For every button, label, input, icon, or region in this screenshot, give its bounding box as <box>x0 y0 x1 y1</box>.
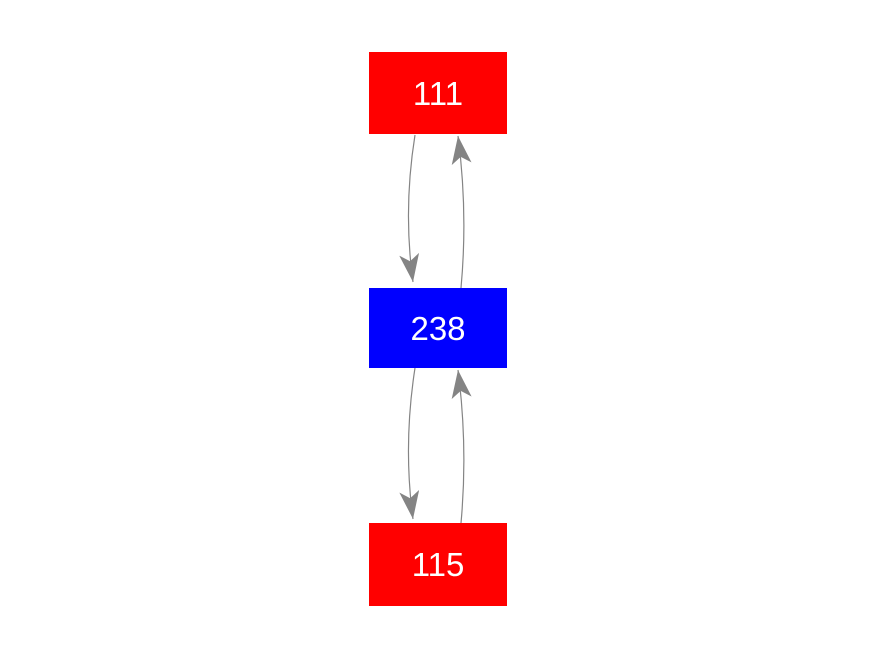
node-label: 111 <box>412 74 464 112</box>
edge-115-to-238 <box>451 369 472 524</box>
graph-node-111[interactable]: 111 <box>369 52 507 134</box>
node-label: 115 <box>411 546 465 583</box>
edge-238-to-111 <box>451 135 472 289</box>
graph-node-238[interactable]: 238 <box>369 288 507 368</box>
graph-node-115[interactable]: 115 <box>369 523 507 606</box>
edge-238-to-115 <box>399 367 420 520</box>
edge-111-to-238 <box>399 134 420 283</box>
node-label: 238 <box>410 309 466 347</box>
